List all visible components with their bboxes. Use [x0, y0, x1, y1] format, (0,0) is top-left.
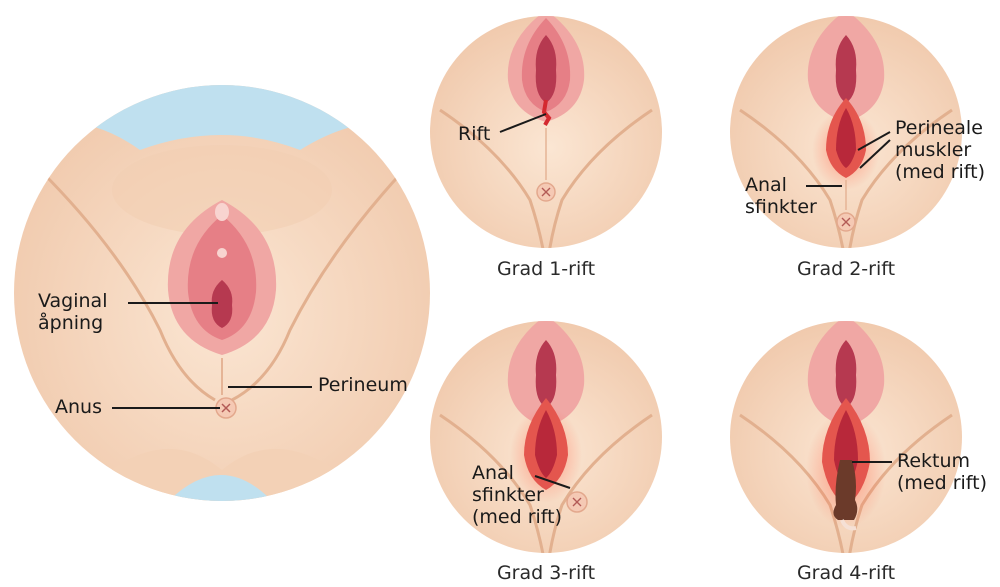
tear-label: Rift — [458, 123, 490, 145]
perineal-muscles-label: Perineale muskler (med rift) — [895, 117, 985, 183]
panel-grade-4-illustration — [720, 315, 980, 565]
anal-sphincter-label: Anal sfinkter — [745, 174, 817, 218]
vaginal-opening-label: Vaginal åpning — [38, 290, 107, 334]
perineum-label: Perineum — [318, 374, 408, 396]
anus-label: Anus — [55, 396, 102, 418]
anal-sphincter-torn-label: Anal sfinkter (med rift) — [472, 462, 562, 528]
grade-1-caption: Grad 1-rift — [446, 258, 646, 280]
grade-4-caption: Grad 4-rift — [746, 562, 946, 584]
grade-2-caption: Grad 2-rift — [746, 258, 946, 280]
rectum-torn-label: Rektum (med rift) — [897, 450, 987, 494]
grade-3-caption: Grad 3-rift — [446, 562, 646, 584]
